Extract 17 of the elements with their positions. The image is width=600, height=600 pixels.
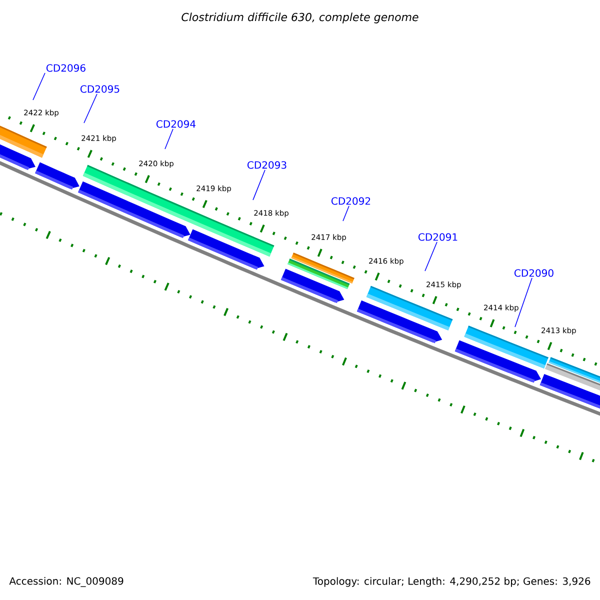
accession-label: Accession: NC_009089: [9, 577, 124, 587]
leader-line: [164, 128, 174, 150]
gene-label: CD2095: [80, 85, 120, 93]
gene-label: CD2096: [46, 64, 86, 72]
gene-label: CD2090: [514, 269, 554, 277]
gene-label: CD2093: [248, 161, 286, 169]
leader-line: [424, 242, 438, 272]
genome-summary: Topology: circular; Length: 4,290,252 bp; Genes: 3,926: [312, 577, 590, 587]
leader-line: [32, 72, 46, 100]
gene-label: CD2094: [156, 120, 196, 128]
leader-line: [252, 170, 266, 200]
title: Clostridium difficile 630, complete genome: [182, 12, 418, 24]
gene-label: CD2092: [332, 197, 370, 205]
gene-label: CD2091: [418, 233, 458, 241]
leader-line: [514, 278, 532, 328]
leader-line: [342, 206, 350, 222]
leader-line: [84, 94, 98, 124]
